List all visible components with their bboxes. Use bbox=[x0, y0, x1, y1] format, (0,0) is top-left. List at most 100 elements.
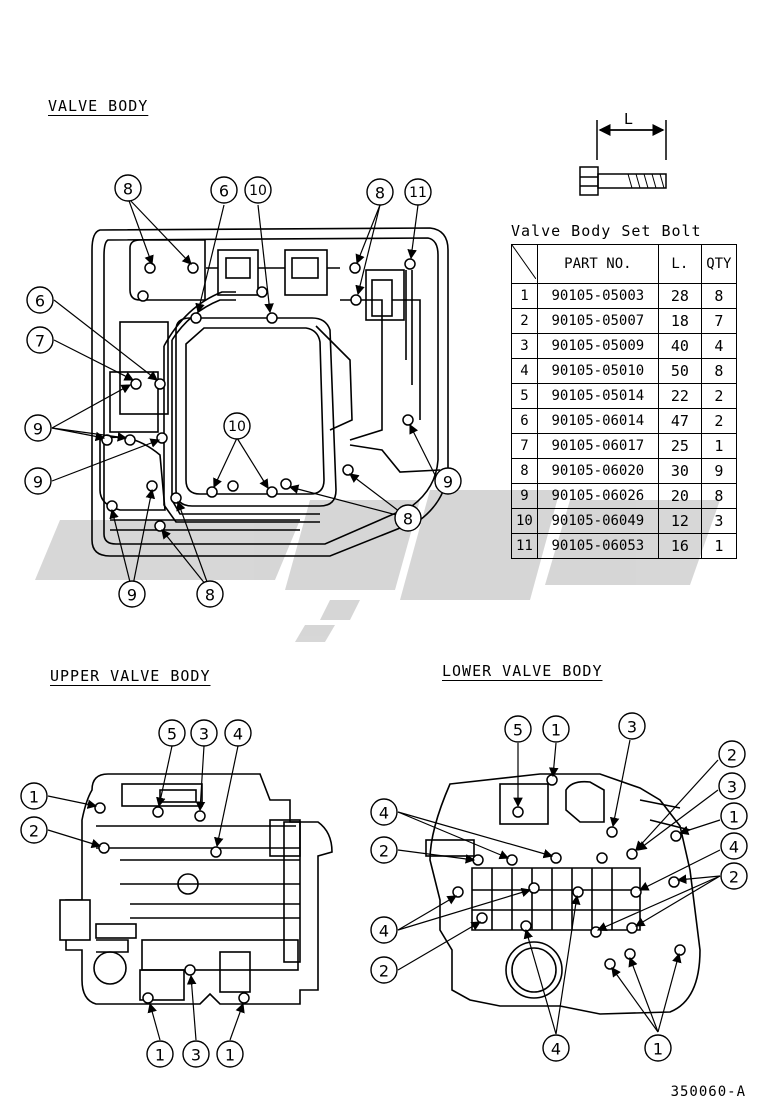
valve-body-title: VALVE BODY bbox=[48, 97, 149, 115]
row-number: 5 bbox=[511, 383, 538, 409]
bolt-qty: 1 bbox=[700, 433, 737, 459]
upper-valve-body-drawing bbox=[59, 773, 333, 1005]
part-number: 90105-05009 bbox=[536, 333, 659, 359]
callout-4: 4 bbox=[729, 838, 739, 857]
callout-2: 2 bbox=[379, 962, 389, 981]
bolt-qty: 8 bbox=[700, 283, 737, 309]
lower-valve-body-title: LOWER VALVE BODY bbox=[442, 662, 603, 680]
valve-body-drawing bbox=[91, 227, 449, 557]
callout-8: 8 bbox=[403, 510, 413, 529]
callout-1: 1 bbox=[155, 1046, 165, 1065]
part-number: 90105-06017 bbox=[536, 433, 659, 459]
bolt-qty: 9 bbox=[700, 458, 737, 484]
bolt-length: 25 bbox=[657, 433, 702, 459]
bolt-length: 40 bbox=[657, 333, 702, 359]
callout-3: 3 bbox=[191, 1046, 201, 1065]
bolt-length: 18 bbox=[657, 308, 702, 334]
upper-valve-body-title: UPPER VALVE BODY bbox=[50, 667, 211, 685]
callout-9: 9 bbox=[33, 473, 43, 492]
header-qty: QTY bbox=[700, 244, 737, 284]
bolt-qty: 3 bbox=[700, 508, 737, 534]
bolt-length: 16 bbox=[657, 533, 702, 559]
row-number: 7 bbox=[511, 433, 538, 459]
callout-1: 1 bbox=[551, 721, 561, 740]
row-number: 4 bbox=[511, 358, 538, 384]
bolt-length: 28 bbox=[657, 283, 702, 309]
part-number: 90105-06020 bbox=[536, 458, 659, 484]
callout-3: 3 bbox=[727, 778, 737, 797]
reference-code: 350060-A bbox=[670, 1084, 746, 1100]
bolt-length: 30 bbox=[657, 458, 702, 484]
header-part-no: PART NO. bbox=[536, 244, 659, 284]
bolt-qty: 7 bbox=[700, 308, 737, 334]
bolt-length-label: L bbox=[624, 110, 633, 128]
callout-3: 3 bbox=[627, 718, 637, 737]
callout-9: 9 bbox=[443, 473, 453, 492]
bolt-qty: 8 bbox=[700, 483, 737, 509]
callout-2: 2 bbox=[729, 868, 739, 887]
callout-1: 1 bbox=[225, 1046, 235, 1065]
callout-3: 3 bbox=[199, 725, 209, 744]
bolt-length: 50 bbox=[657, 358, 702, 384]
diagonal-line-icon bbox=[512, 244, 537, 280]
callout-6: 6 bbox=[219, 182, 229, 201]
callout-1: 1 bbox=[653, 1040, 663, 1059]
row-number: 6 bbox=[511, 408, 538, 434]
part-number: 90105-06049 bbox=[536, 508, 659, 534]
lower-valve-body-drawing bbox=[425, 773, 701, 1015]
valve-body-bolts bbox=[101, 258, 416, 532]
row-number: 1 bbox=[511, 283, 538, 309]
part-number: 90105-06053 bbox=[536, 533, 659, 559]
callout-2: 2 bbox=[379, 842, 389, 861]
callout-4: 4 bbox=[551, 1040, 561, 1059]
bolt-table-title: Valve Body Set Bolt bbox=[511, 222, 702, 240]
part-number: 90105-05003 bbox=[536, 283, 659, 309]
callout-8: 8 bbox=[375, 184, 385, 203]
callout-1: 1 bbox=[29, 788, 39, 807]
row-number: 2 bbox=[511, 308, 538, 334]
part-number: 90105-05014 bbox=[536, 383, 659, 409]
part-number: 90105-05007 bbox=[536, 308, 659, 334]
header-diagonal-cell bbox=[511, 244, 538, 284]
bolt-illustration bbox=[579, 120, 667, 196]
callout-4: 4 bbox=[379, 804, 389, 823]
bolt-length: 22 bbox=[657, 383, 702, 409]
callout-9: 9 bbox=[33, 420, 43, 439]
bolt-length: 20 bbox=[657, 483, 702, 509]
part-number: 90105-06026 bbox=[536, 483, 659, 509]
callout-6: 6 bbox=[35, 292, 45, 311]
bolt-qty: 1 bbox=[700, 533, 737, 559]
callout-4: 4 bbox=[379, 922, 389, 941]
lower-valve-body-bolts bbox=[452, 774, 686, 970]
callout-2: 2 bbox=[727, 746, 737, 765]
bolt-qty: 4 bbox=[700, 333, 737, 359]
part-number: 90105-05010 bbox=[536, 358, 659, 384]
bolt-length: 47 bbox=[657, 408, 702, 434]
row-number: 8 bbox=[511, 458, 538, 484]
callout-7: 7 bbox=[35, 332, 45, 351]
bolt-qty: 2 bbox=[700, 383, 737, 409]
bolt-qty: 2 bbox=[700, 408, 737, 434]
bolt-length: 12 bbox=[657, 508, 702, 534]
bolt-qty: 8 bbox=[700, 358, 737, 384]
bolt-table-header: PART NO. L. QTY bbox=[511, 244, 737, 284]
header-length: L. bbox=[657, 244, 702, 284]
callout-5: 5 bbox=[167, 725, 177, 744]
callout-8: 8 bbox=[205, 586, 215, 605]
upper-valve-body-bolts bbox=[94, 802, 250, 1004]
callout-1: 1 bbox=[729, 808, 739, 827]
callout-4: 4 bbox=[233, 725, 243, 744]
row-number: 9 bbox=[511, 483, 538, 509]
callout-circles bbox=[20, 174, 748, 1068]
